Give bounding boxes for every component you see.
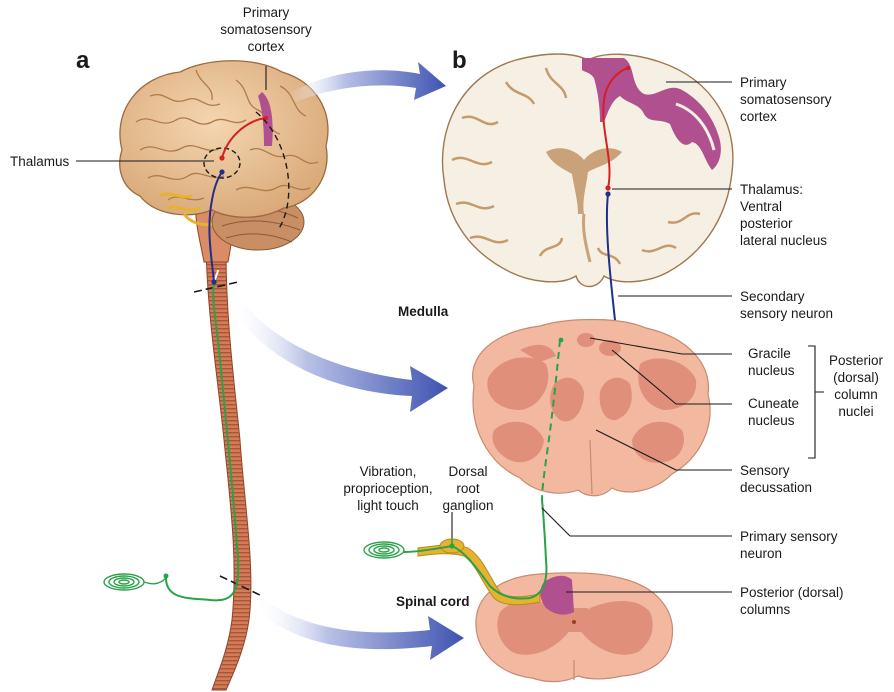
- brain: [120, 61, 328, 218]
- label-dorsal-columns: Posterior (dorsal) columns: [740, 585, 844, 617]
- label-thalamus-vpl: Thalamus: Ventral posterior lateral nucl…: [740, 182, 827, 248]
- svg-text:Gracile: Gracile: [748, 346, 791, 361]
- spinal-cord-section: [476, 573, 673, 682]
- svg-text:Primary sensory: Primary sensory: [740, 529, 838, 544]
- label-spinal-cord: Spinal cord: [396, 594, 470, 609]
- label-primary-cortex-top: Primary somatosensory cortex: [220, 5, 312, 54]
- label-gracile: Gracile nucleus: [748, 346, 795, 378]
- coronal-section: [443, 54, 733, 287]
- svg-text:Vibration,: Vibration,: [360, 464, 417, 479]
- label-primary-neuron: Primary sensory neuron: [740, 529, 838, 561]
- svg-text:lateral nucleus: lateral nucleus: [740, 233, 827, 248]
- svg-text:Dorsal: Dorsal: [448, 464, 487, 479]
- svg-text:ganglion: ganglion: [442, 498, 493, 513]
- svg-text:column: column: [834, 387, 878, 402]
- arrow-to-coronal: [288, 62, 446, 102]
- svg-text:nuclei: nuclei: [838, 404, 873, 419]
- svg-text:cortex: cortex: [248, 39, 285, 54]
- svg-text:Secondary: Secondary: [740, 289, 805, 304]
- svg-text:Posterior: Posterior: [829, 353, 884, 368]
- svg-text:light touch: light touch: [357, 498, 419, 513]
- gracile-nucleus: [577, 333, 595, 347]
- label-receptors: Vibration, proprioception, light touch: [343, 464, 432, 513]
- svg-text:Primary: Primary: [243, 5, 290, 20]
- panel-a: [104, 61, 328, 690]
- svg-text:nucleus: nucleus: [748, 413, 795, 428]
- svg-text:Primary: Primary: [740, 75, 787, 90]
- svg-text:Sensory: Sensory: [740, 463, 790, 478]
- svg-text:Posterior (dorsal): Posterior (dorsal): [740, 585, 844, 600]
- label-drg: Dorsal root ganglion: [442, 464, 493, 513]
- svg-text:cortex: cortex: [740, 109, 777, 124]
- label-medulla: Medulla: [398, 304, 449, 319]
- svg-text:root: root: [456, 481, 480, 496]
- svg-text:Ventral: Ventral: [740, 199, 782, 214]
- label-thalamus: Thalamus: [10, 154, 70, 169]
- svg-text:proprioception,: proprioception,: [343, 481, 432, 496]
- svg-text:columns: columns: [740, 602, 791, 617]
- svg-text:decussation: decussation: [740, 480, 812, 495]
- svg-text:neuron: neuron: [740, 546, 782, 561]
- label-secondary-neuron: Secondary sensory neuron: [740, 289, 833, 321]
- svg-text:somatosensory: somatosensory: [220, 22, 312, 37]
- label-primary-cortex-right: Primary somatosensory cortex: [740, 75, 832, 124]
- svg-text:Cuneate: Cuneate: [748, 396, 799, 411]
- svg-text:(dorsal): (dorsal): [833, 370, 879, 385]
- svg-text:posterior: posterior: [740, 216, 793, 231]
- svg-text:Thalamus:: Thalamus:: [740, 182, 803, 197]
- svg-text:somatosensory: somatosensory: [740, 92, 832, 107]
- column-nuclei-bracket: [808, 346, 824, 458]
- panel-label-a: a: [76, 47, 90, 74]
- label-cuneate: Cuneate nucleus: [748, 396, 799, 428]
- panel-label-b: b: [452, 47, 467, 74]
- svg-text:nucleus: nucleus: [748, 363, 795, 378]
- label-decussation: Sensory decussation: [740, 463, 812, 495]
- receptor-coil-b: [364, 542, 404, 558]
- svg-text:sensory neuron: sensory neuron: [740, 306, 833, 321]
- label-column-nuclei: Posterior (dorsal) column nuclei: [829, 353, 884, 419]
- receptor-coil-a: [104, 574, 166, 590]
